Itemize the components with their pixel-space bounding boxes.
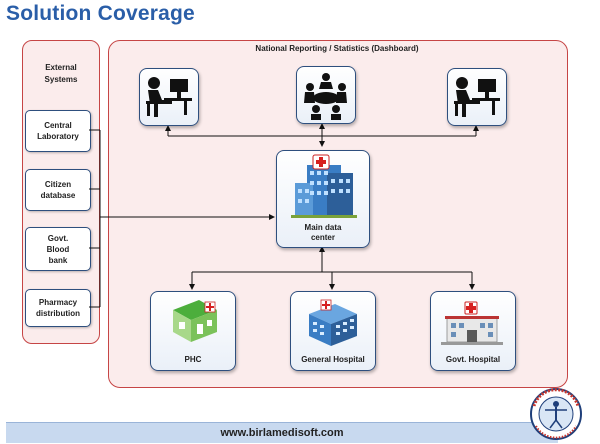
dashboard-meeting-tile [296, 66, 356, 124]
general-hospital-label: General Hospital [301, 355, 365, 364]
data-center-building-icon [291, 154, 357, 218]
ext-line: Blood [46, 244, 70, 254]
external-systems-title: External Systems [22, 62, 100, 86]
ext-line: Central [44, 121, 72, 130]
external-title-line2: Systems [44, 75, 78, 84]
ext-line: Pharmacy [38, 298, 78, 307]
ext-line: Laboratory [37, 132, 79, 141]
center-line2: center [310, 233, 335, 242]
footer-bar: www.birlamedisoft.com [6, 422, 558, 443]
general-hospital-tile: General Hospital [290, 291, 376, 371]
external-title-line1: External [45, 63, 77, 72]
ext-line: bank [48, 255, 68, 265]
desk-user-icon [146, 77, 192, 117]
page-title: Solution Coverage [6, 2, 195, 25]
ext-line: distribution [36, 309, 80, 318]
govt-hospital-building-icon [441, 301, 503, 345]
company-logo [530, 388, 582, 440]
center-line1: Main data [304, 223, 342, 232]
ext-line: Govt. [47, 233, 69, 243]
meeting-group-icon [304, 73, 347, 120]
general-hospital-building-icon [309, 299, 357, 346]
main-data-center-tile: Main data center [276, 150, 370, 248]
phc-building-icon [173, 300, 217, 342]
pharmacy-distribution-box: Pharmacy distribution [25, 289, 91, 327]
phc-label: PHC [184, 355, 202, 364]
govt-hospital-label: Govt. Hospital [445, 355, 501, 364]
dashboard-user-right-tile [447, 68, 507, 126]
citizen-database-box: Citizen database [25, 169, 91, 211]
ext-line: database [40, 191, 76, 200]
dashboard-title: National Reporting / Statistics (Dashboa… [255, 44, 419, 53]
ext-line: Citizen [44, 180, 72, 189]
dashboard-user-left-tile [139, 68, 199, 126]
phc-tile: PHC [150, 291, 236, 371]
footer-url-link[interactable]: www.birlamedisoft.com [220, 427, 344, 439]
main-data-center-label: Main data center [277, 223, 369, 243]
desk-user-icon [454, 77, 500, 117]
govt-hospital-tile: Govt. Hospital [430, 291, 516, 371]
